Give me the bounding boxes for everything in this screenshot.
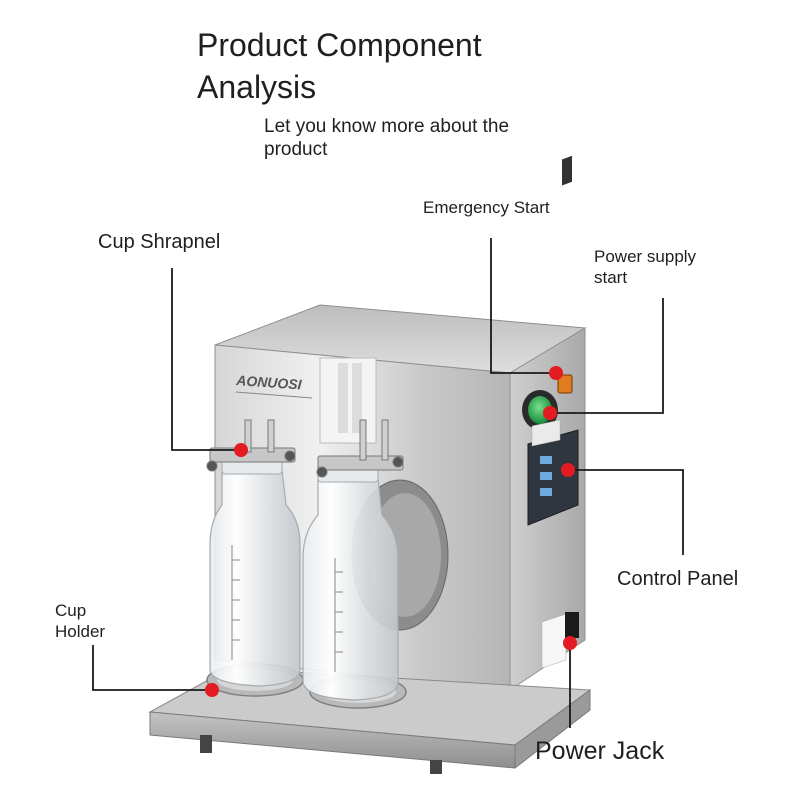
cup-shrapnel-left: [206, 419, 296, 472]
control-panel-display: [527, 429, 579, 526]
callout-label-power-supply-start: Power supply start: [594, 247, 697, 287]
leader-cup-holder: [92, 645, 212, 691]
leader-control-panel: [568, 469, 684, 555]
page-title: Product Component Analysis: [197, 27, 482, 105]
cup-shrapnel-right: [316, 419, 404, 478]
leader-emergency-start: [490, 238, 556, 374]
callout-leader-lines: [92, 238, 684, 728]
callout-label-emergency-start: Emergency Start: [423, 198, 550, 217]
power-jack-socket: [565, 612, 579, 638]
callout-label-cup-holder: Cup Holder: [55, 601, 106, 641]
brand-logo: AONUOSI: [235, 372, 303, 393]
callout-label-control-panel: Control Panel: [617, 568, 739, 590]
base-side: [514, 689, 591, 770]
page-subtitle: Let you know more about the product: [264, 116, 510, 160]
marker-cup-shrapnel: [234, 443, 248, 457]
marker-cup-holder: [205, 683, 219, 697]
callout-label-power-jack: Power Jack: [535, 737, 665, 765]
leader-power-supply-start: [550, 298, 664, 414]
leader-cup-shrapnel: [171, 268, 241, 451]
callout-label-cup-shrapnel: Cup Shrapnel: [98, 231, 221, 253]
marker-emergency-start: [549, 366, 563, 380]
spec-sticker: [541, 613, 567, 669]
emergency-start-button: [557, 374, 573, 394]
marker-power-jack: [563, 636, 577, 650]
marker-power-supply-start: [543, 406, 557, 420]
callout-markers: [205, 366, 577, 697]
marker-control-panel: [561, 463, 575, 477]
